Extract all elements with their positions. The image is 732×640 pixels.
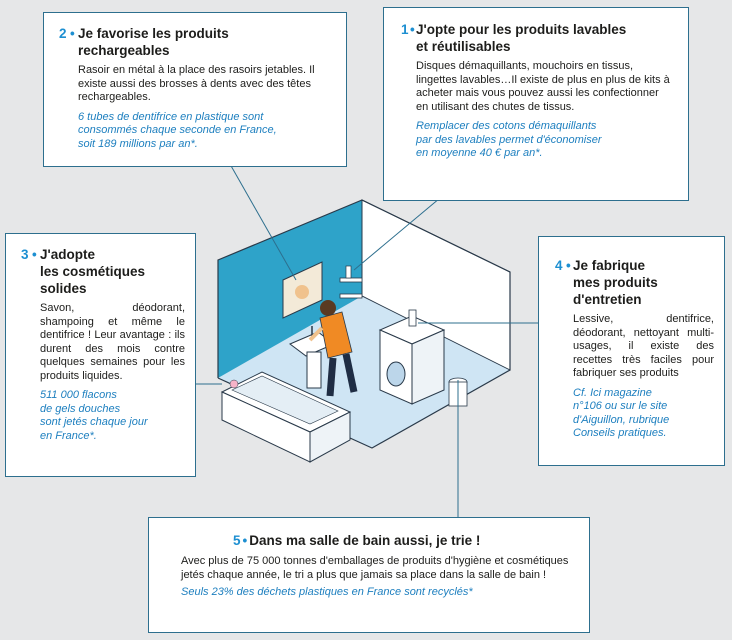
box-1-body: Disques démaquillants, mouchoirs en tiss…	[416, 60, 670, 113]
box-3-title-line-2: les cosmétiques	[40, 264, 146, 279]
box-solid-cosmetics: 3• J'adopte les cosmétiques solides Savo…	[5, 233, 196, 477]
box-washable-products: 1• J'opte pour les produits lavables et …	[383, 7, 689, 201]
washing-machine	[378, 309, 446, 405]
box-3-body: Savon, déodorant, shampoing et même le d…	[40, 302, 185, 382]
box-4-body: Lessive, dentifrice, déodorant, nettoyan…	[573, 313, 714, 379]
box-5-title-text: Dans ma salle de bain aussi, je trie !	[249, 533, 481, 548]
box-5-note: Seuls 23% des déchets plastiques en Fran…	[181, 586, 473, 598]
box-4-title-line-3: d'entretien	[573, 292, 642, 307]
box-2-title-line-2: rechargeables	[78, 43, 170, 58]
box-3-title-line-3: solides	[40, 281, 87, 296]
box-2-title: 2• Je favorise les produits rechargeable…	[59, 26, 229, 58]
box-1-title-line-1: J'opte pour les produits lavables	[416, 22, 627, 37]
box-4-title-line-1: Je fabrique	[573, 258, 646, 273]
shelf	[339, 265, 363, 299]
box-3-title-line-1: J'adopte	[40, 247, 95, 262]
box-4-title-line-2: mes produits	[573, 275, 658, 290]
box-5-title: 5•Dans ma salle de bain aussi, je trie !	[233, 533, 481, 548]
box-4-title: 4• Je fabrique mes produits d'entretien	[555, 258, 658, 307]
box-5-number: 5	[233, 533, 241, 548]
box-1-number: 1	[401, 22, 409, 37]
box-4-number: 4	[555, 258, 563, 273]
box-2-number: 2	[59, 26, 67, 41]
wall-outline	[217, 199, 511, 449]
person	[308, 300, 358, 397]
box-2-body: Rasoir en métal à la place des rasoirs j…	[78, 64, 315, 103]
box-bathroom-sorting: 5•Dans ma salle de bain aussi, je trie !…	[148, 517, 590, 633]
bathtub	[220, 371, 352, 463]
box-1-title-line-2: et réutilisables	[416, 39, 511, 54]
box-5-body: Avec plus de 75 000 tonnes d'emballages …	[181, 555, 569, 581]
box-3-number: 3	[21, 247, 29, 262]
box-1-title: 1• J'opte pour les produits lavables et …	[401, 22, 627, 54]
box-2-title-line-1: Je favorise les produits	[78, 26, 229, 41]
box-rechargeable-products: 2• Je favorise les produits rechargeable…	[43, 12, 347, 167]
box-homemade-cleaning: 4• Je fabrique mes produits d'entretien …	[538, 236, 725, 466]
box-3-title: 3• J'adopte les cosmétiques solides	[21, 247, 146, 296]
connector-lines	[196, 149, 538, 517]
